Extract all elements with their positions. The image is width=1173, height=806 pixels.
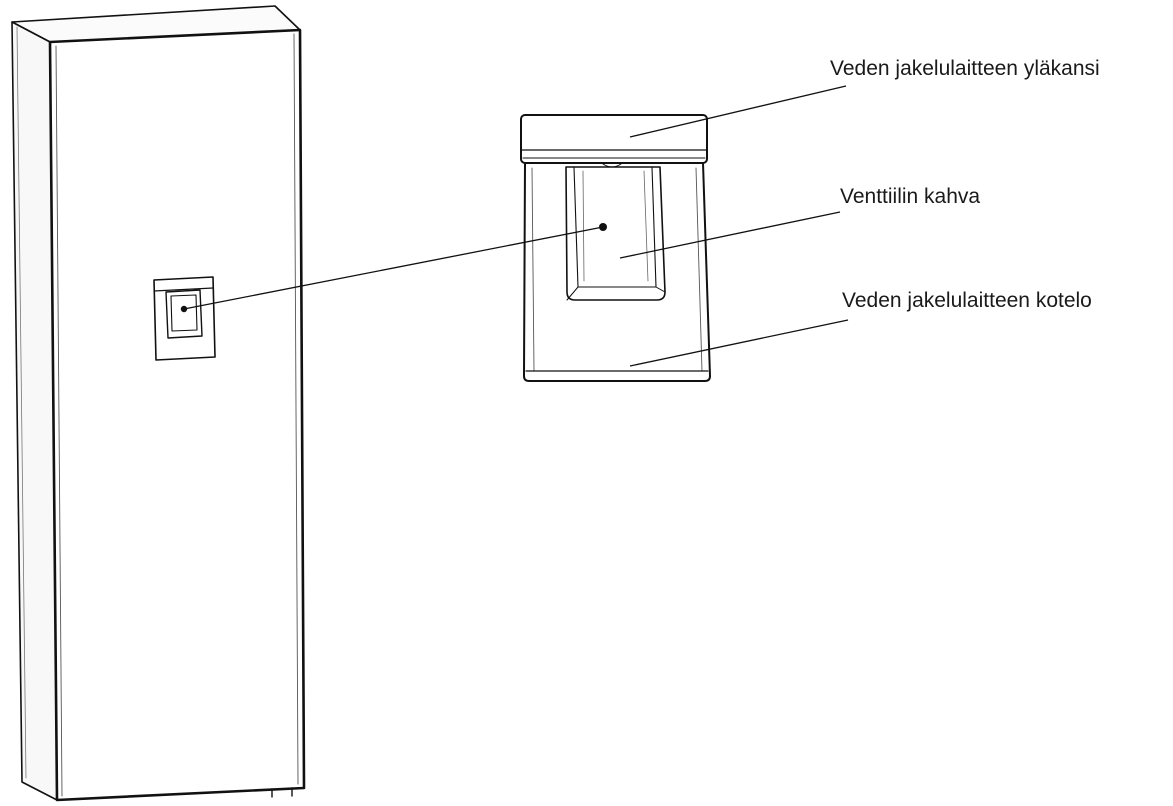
- zoom-connector-line: [183, 226, 604, 310]
- label-valve-handle: Venttiilin kahva: [840, 185, 980, 208]
- dispenser-detail: [520, 114, 711, 382]
- dispenser-top-cover: [520, 114, 708, 164]
- leader-lines: [183, 85, 849, 367]
- label-top-cover: Veden jakelulaitteen yläkansi: [830, 57, 1100, 80]
- leader-line-valve-handle: [619, 211, 841, 259]
- leader-line-top-cover: [629, 85, 847, 138]
- valve-handle: [565, 166, 666, 301]
- door-dispenser: [153, 276, 216, 361]
- leader-line-housing: [629, 319, 849, 367]
- refrigerator-front-door: [48, 28, 306, 802]
- refrigerator: [11, 5, 306, 802]
- label-housing: Veden jakelulaitteen kotelo: [842, 289, 1092, 312]
